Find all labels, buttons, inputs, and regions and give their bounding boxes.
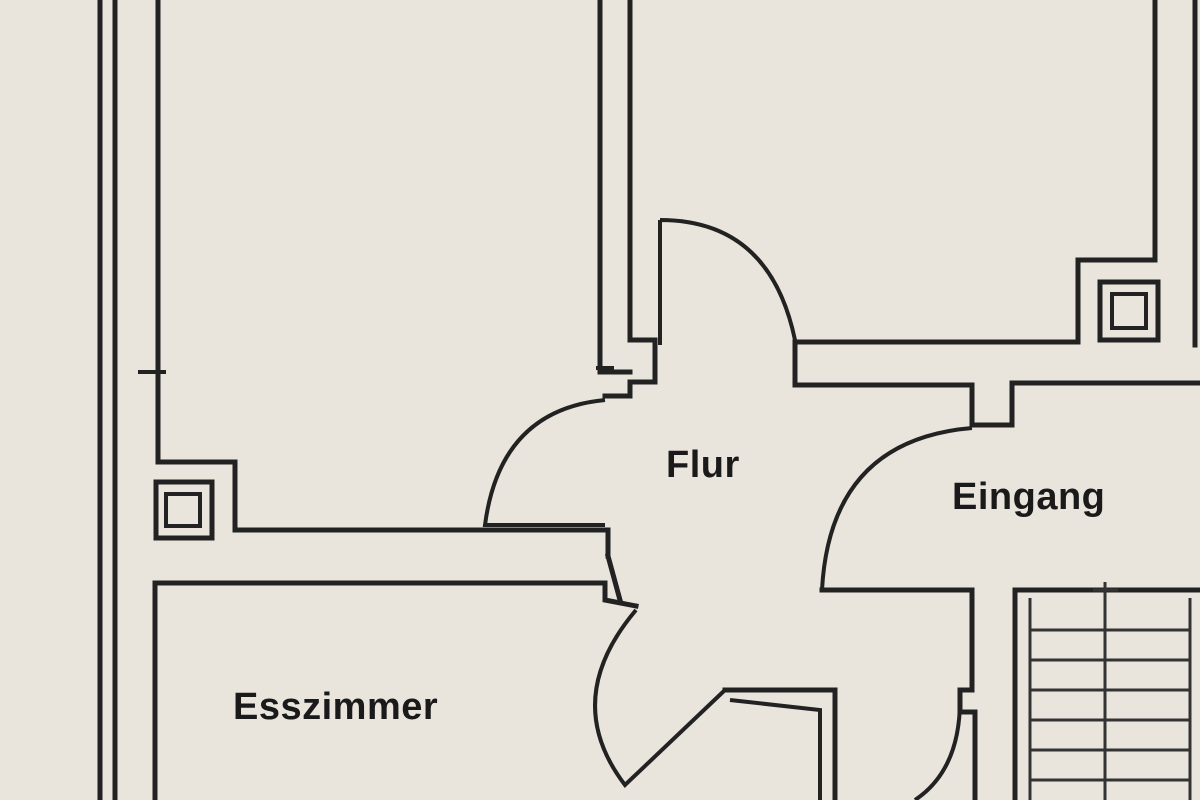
- shaft-right: [1097, 279, 1161, 343]
- room-label-eingang: Eingang: [952, 476, 1106, 518]
- upper-left-room-walls: [138, 0, 633, 533]
- upper-right-room-walls: [792, 0, 1200, 428]
- esszimmer-north-wall: [152, 527, 639, 800]
- shaft-left: [153, 479, 215, 541]
- outer-west-wall: [97, 0, 118, 800]
- room-label-flur: Flur: [666, 444, 740, 486]
- corridor-corner: [602, 0, 658, 399]
- room-label-esszimmer: Esszimmer: [233, 686, 439, 728]
- staircase: [1028, 582, 1192, 800]
